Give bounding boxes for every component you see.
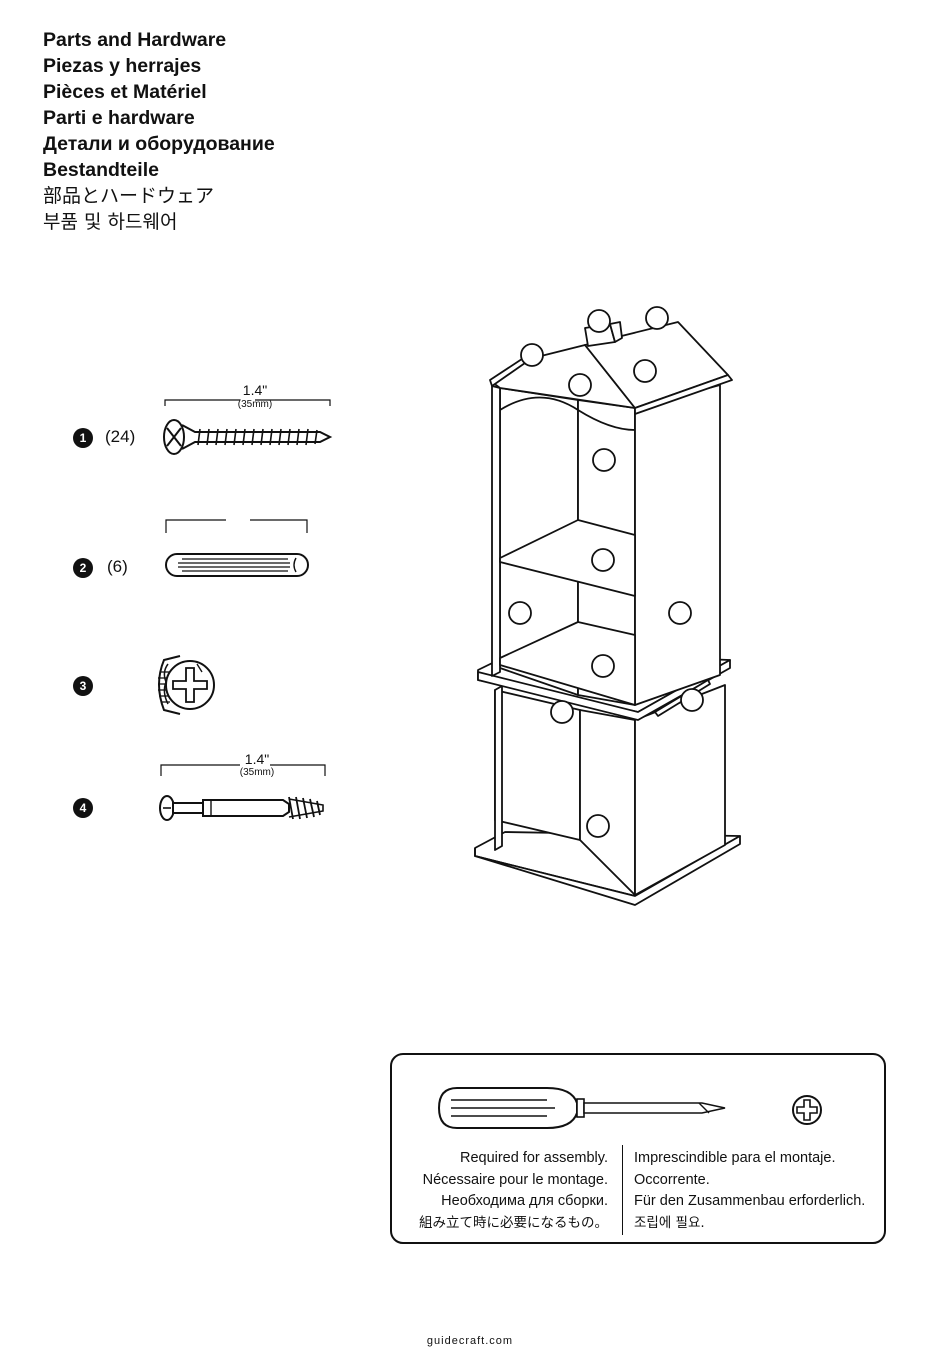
title-ja: 部品とハードウェア bbox=[43, 185, 215, 207]
dimension-metric: (35mm) bbox=[239, 767, 275, 778]
dimension-label: 1.4" bbox=[244, 751, 270, 767]
requirement-line-ko: 조립에 필요. bbox=[634, 1214, 705, 1231]
requirement-line-en: Required for assembly. bbox=[459, 1150, 608, 1166]
title-fr: Pièces et Matériel bbox=[43, 81, 207, 103]
part-number-badge: 3 bbox=[73, 676, 93, 696]
part-quantity: (24) bbox=[105, 427, 136, 446]
footer-website: guidecraft.com bbox=[426, 1335, 514, 1347]
part-quantity: (6) bbox=[107, 557, 128, 576]
part-number-badge: 4 bbox=[73, 798, 93, 818]
requirement-text-left: Required for assembly. Nécessaire pour l… bbox=[419, 1148, 608, 1234]
requirement-line-fr: Nécessaire pour le montage. bbox=[422, 1171, 608, 1188]
dimension-label: 1.4" bbox=[242, 382, 268, 398]
title-block: Parts and Hardware Piezas y herrajes Piè… bbox=[43, 27, 275, 235]
title-it: Parti e hardware bbox=[43, 107, 195, 129]
cam-lock-icon bbox=[158, 655, 215, 715]
requirement-line-de: Für den Zusammenbau erforderlich. bbox=[634, 1193, 866, 1209]
required-tool-panel: Required for assembly. Nécessaire pour l… bbox=[390, 1053, 886, 1244]
connector-bolt-icon bbox=[159, 764, 326, 821]
phillips-head-icon bbox=[792, 1095, 822, 1125]
house-bookcase-diagram bbox=[474, 306, 741, 906]
requirement-divider bbox=[622, 1145, 623, 1235]
requirement-text-right: Imprescindible para el montaje. Occorren… bbox=[634, 1148, 865, 1234]
part-number-badge: 1 bbox=[73, 428, 93, 448]
title-de: Bestandteile bbox=[43, 159, 159, 181]
part-number-badge: 2 bbox=[73, 558, 93, 578]
title-en: Parts and Hardware bbox=[43, 29, 227, 51]
wood-dowel-icon bbox=[165, 519, 309, 577]
title-ru: Детали и оборудование bbox=[43, 133, 275, 155]
requirement-line-it: Occorrente. bbox=[634, 1171, 710, 1188]
wood-screw-icon bbox=[163, 399, 333, 455]
requirement-line-ru: Необходима для сборки. bbox=[441, 1193, 608, 1209]
title-es: Piezas y herrajes bbox=[43, 55, 202, 77]
requirement-line-ja: 組み立て時に必要になるもの。 bbox=[419, 1214, 608, 1231]
dimension-metric: (35mm) bbox=[237, 399, 273, 410]
screwdriver-icon bbox=[437, 1087, 726, 1129]
requirement-line-es: Imprescindible para el montaje. bbox=[634, 1150, 836, 1166]
title-ko: 부품 및 하드웨어 bbox=[43, 211, 178, 233]
